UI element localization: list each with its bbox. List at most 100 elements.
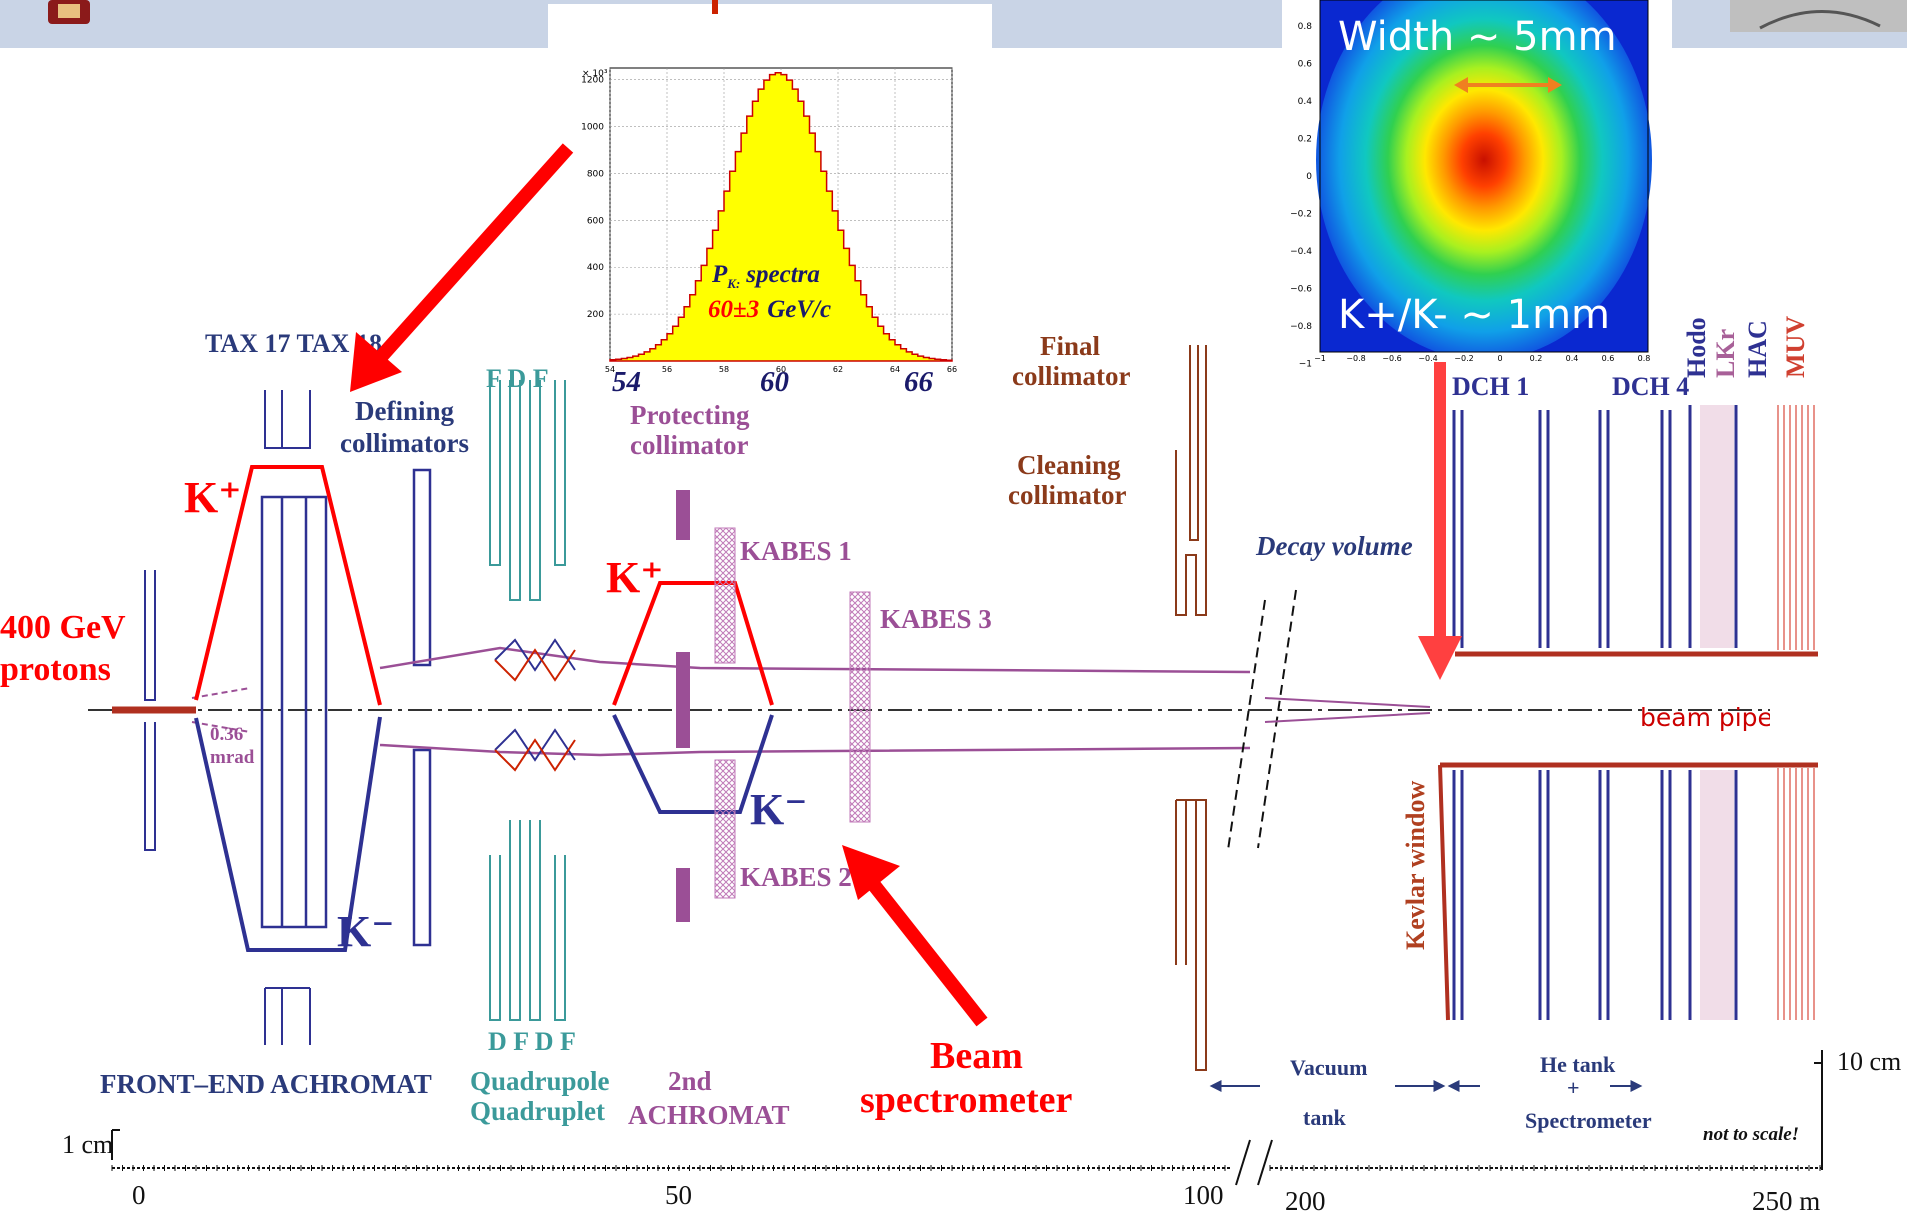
hac-label: HAC (1743, 320, 1772, 378)
quadrupole-quadruplet-lower (489, 820, 566, 1021)
kabes-3-station (849, 591, 871, 823)
second-achromat-label-2: ACHROMAT (628, 1100, 790, 1130)
scale-1cm-label: 1 cm (62, 1130, 113, 1159)
final-collimator-label-2: collimator (1012, 361, 1130, 391)
drift-chambers-upper (1452, 405, 1738, 648)
decay-volume-break (1227, 589, 1297, 851)
dch4-label: DCH 4 (1612, 372, 1689, 401)
heatmap-x-tick-label: −0.8 (1346, 354, 1365, 363)
heatmap-y-tick-label: 0.6 (1298, 60, 1313, 70)
arrow-spectrometer (842, 845, 988, 1027)
spectrum-x-label-60: 60 (760, 366, 789, 398)
heatmap-x-tick-label: 0.2 (1530, 354, 1543, 363)
protons-label-2: protons (0, 651, 111, 688)
distance-axis (112, 1139, 1822, 1186)
front-end-achromat-magnets (260, 495, 328, 929)
heatmap-x-tick-label: 0.4 (1566, 354, 1579, 363)
kabes-1-label: KABES 1 (740, 536, 852, 566)
kminus-trajectory-2 (612, 714, 774, 814)
arrow-spectrum-to-collimator (350, 143, 574, 392)
heatmap-x-tick-label: 0 (1497, 354, 1502, 363)
heatmap-y-tick-label: −0.8 (1290, 322, 1312, 332)
heatmap-x-tick-label: 0.6 (1602, 354, 1615, 363)
beam-spectrometer-label-2: spectrometer (860, 1079, 1073, 1121)
kplus-trajectory-1 (194, 465, 382, 706)
spectrum-x-tick-label: 62 (833, 365, 843, 374)
beam-spectrometer-label-1: Beam (930, 1035, 1023, 1077)
axis-label-100: 100 (1183, 1180, 1224, 1210)
heatmap-y-tick-label: 0.8 (1298, 22, 1313, 32)
heatmap-y-tick-label: −0.6 (1290, 285, 1312, 295)
heatmap-x-tick-label: −0.6 (1382, 354, 1401, 363)
beam-pipe-label: beam pipe (1640, 703, 1773, 732)
kplus-label-1: K⁺ (184, 473, 241, 522)
protecting-collimator-label-2: collimator (630, 430, 748, 460)
defining-collimators-label-2: collimators (340, 428, 469, 458)
vacuum-tank-label-2: tank (1303, 1105, 1347, 1130)
heatmap-x-tick-label: −1 (1314, 354, 1326, 363)
title-block (548, 4, 992, 62)
heatmap-y-tick-label: −1 (1299, 360, 1312, 370)
he-tank-label-3: Spectrometer (1525, 1108, 1652, 1133)
scale-10cm-label: 10 cm (1837, 1047, 1901, 1076)
kevlar-window (1438, 764, 1450, 1021)
kplus-label-2: K⁺ (606, 553, 663, 602)
distance-axis-ticks (111, 1165, 1821, 1171)
spectrum-area (609, 71, 953, 362)
vertical-scale-10cm (1814, 1050, 1823, 1170)
quadrupole-label-1: Quadrupole (470, 1066, 610, 1096)
heatmap-y-tick-label: 0 (1306, 172, 1312, 182)
cleaning-collimator-label-1: Cleaning (1017, 450, 1121, 480)
spectrum-x-label-54: 54 (612, 366, 641, 398)
lkr-label: LKr (1711, 329, 1740, 378)
kabes-3-label: KABES 3 (880, 604, 992, 634)
beam-profile-inset: 0.8 0.6 0.4 0.2 0 −0.2 −0.4 −0.6 −0.8 −1 −1 −0.8 −0… (1282, 0, 1672, 370)
defining-collimators (412, 468, 432, 947)
heatmap-x-ticks: −1 −0.8 −0.6 −0.4 −0.2 0 0.2 0.4 0.6 0.8 (1314, 354, 1650, 363)
spectrum-y-tick-label: 600 (587, 216, 604, 226)
width-arrow (1454, 77, 1562, 93)
cleaning-collimator-label-2: collimator (1008, 480, 1126, 510)
drift-chambers-lower (1452, 770, 1738, 1020)
spectrum-y-exponent: × 10³ (582, 69, 608, 79)
logo-icon (48, 0, 90, 24)
heatmap-y-tick-label: −0.4 (1290, 247, 1312, 257)
axis-label-0: 0 (132, 1180, 146, 1210)
axis-label-200: 200 (1285, 1186, 1326, 1213)
spectrum-x-label-66: 66 (904, 366, 934, 398)
protecting-collimator-blocks (676, 490, 690, 922)
spectrum-y-tick-label: 200 (587, 310, 604, 320)
spectrum-x-tick-label: 60 (776, 365, 786, 374)
lkr-calorimeter-lower (1700, 770, 1734, 1020)
angle-label-2: mrad (210, 747, 255, 768)
defining-collimators-label-1: Defining (355, 396, 455, 426)
tax-collimators (144, 390, 311, 1045)
he-tank-label-2: + (1567, 1075, 1580, 1100)
final-cleaning-collimators (1175, 345, 1207, 1071)
heatmap-x-tick-label: −0.4 (1418, 354, 1437, 363)
tax-label: TAX 17 TAX 18 (205, 329, 382, 358)
he-tank-label-1: He tank (1540, 1052, 1616, 1077)
not-to-scale-label: not to scale! (1703, 1124, 1799, 1145)
kplus-trajectory-2 (612, 581, 774, 706)
heatmap-y-tick-label: 0.2 (1298, 135, 1312, 145)
kminus-label-2: K⁻ (750, 785, 807, 834)
front-end-achromat-label: FRONT–END ACHROMAT (100, 1069, 432, 1099)
quadrupole-label-2: Quadruplet (470, 1096, 605, 1126)
spectrum-x-tick-label: 58 (719, 365, 729, 374)
muv-label: MUV (1781, 316, 1810, 378)
beam-spot (1316, 0, 1652, 360)
vacuum-tank-label-1: Vacuum (1290, 1055, 1367, 1080)
heatmap-x-tick-label: −0.2 (1454, 354, 1473, 363)
spectrum-x-tick-label: 66 (947, 365, 957, 374)
spectrum-y-tick-label: 800 (587, 169, 604, 179)
arrow-profile (1418, 362, 1462, 680)
spectrum-x-tick-label: 56 (662, 365, 672, 374)
spectrum-x-tick-label: 64 (890, 365, 900, 374)
axis-label-250: 250 m (1752, 1186, 1820, 1213)
heatmap-x-tick-label: 0.8 (1638, 354, 1651, 363)
quadrupole-focusing-symbols (494, 638, 576, 772)
heatmap-y-tick-label: −0.2 (1290, 210, 1312, 220)
